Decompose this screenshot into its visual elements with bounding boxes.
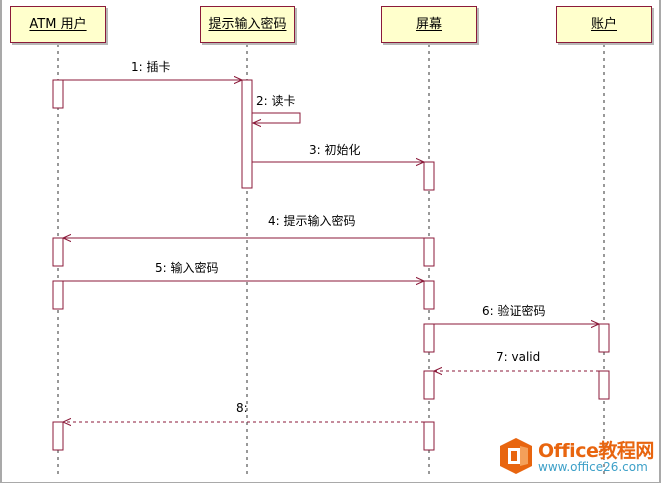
activation-screen-4 (423, 323, 435, 353)
message-label-5: 5: 输入密码 (155, 261, 219, 275)
message-arrows (63, 80, 599, 422)
watermark-logo: Office教程网 www.office26.com (496, 436, 658, 478)
activation-screen-6 (423, 421, 435, 451)
message-label-8: 8: (236, 401, 248, 415)
activation-screen-1 (423, 161, 435, 191)
message-label-2: 2: 读卡 (256, 94, 296, 108)
message-label-4: 4: 提示输入密码 (268, 214, 356, 228)
message-arrow-2 (252, 112, 301, 123)
actor-screen: 屏幕 (381, 6, 477, 43)
activation-screen-2 (423, 237, 435, 267)
office-logo-icon (500, 438, 532, 474)
actor-account: 账户 (556, 6, 652, 43)
message-label-6: 6: 验证密码 (482, 304, 546, 318)
activation-atm-user-3 (52, 280, 64, 310)
watermark-title: Office教程网 (538, 440, 654, 462)
activation-prompt-pin-1 (241, 79, 253, 189)
actor-atm-user: ATM 用户 (10, 6, 106, 43)
activation-atm-user-4 (52, 421, 64, 451)
lifelines (57, 44, 605, 478)
activation-screen-5 (423, 370, 435, 400)
actor-prompt-pin: 提示输入密码 (200, 6, 295, 43)
activation-account-1 (598, 323, 610, 353)
message-label-1: 1: 插卡 (131, 60, 171, 74)
message-label-3: 3: 初始化 (309, 143, 361, 157)
activation-screen-3 (423, 280, 435, 310)
activation-account-2 (598, 370, 610, 400)
activation-bars (52, 79, 610, 451)
frame-left-border (0, 0, 2, 483)
frame-right-border (659, 0, 661, 483)
activation-atm-user-2 (52, 237, 64, 267)
watermark-url: www.office26.com (538, 460, 648, 474)
activation-atm-user-1 (52, 79, 64, 109)
message-label-7: 7: valid (496, 350, 541, 364)
